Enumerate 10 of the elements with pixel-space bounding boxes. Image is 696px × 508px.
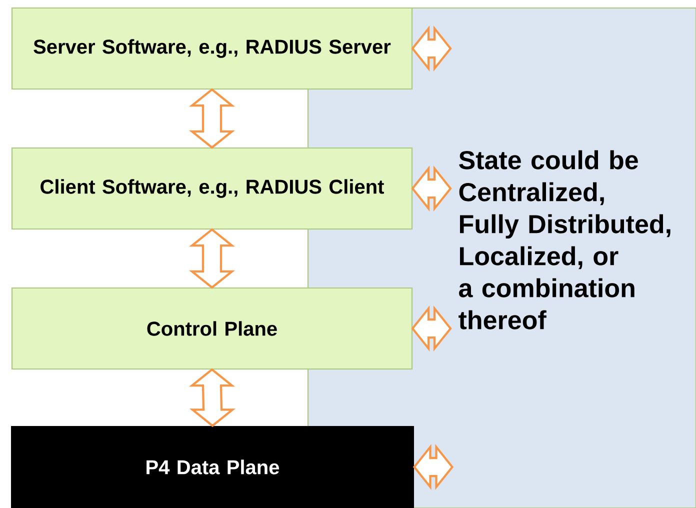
double-arrow [411,305,452,352]
double-arrow [188,88,236,149]
double-arrow [188,228,236,289]
process-box: Control Plane [11,287,413,370]
double-arrow [411,25,452,72]
double-arrow [411,165,452,212]
process-box: P4 Data Plane [11,426,414,508]
double-arrow [188,368,236,428]
process-box: Client Software, e.g., RADIUS Client [11,147,413,230]
process-box: Server Software, e.g., RADIUS Server [11,7,413,90]
